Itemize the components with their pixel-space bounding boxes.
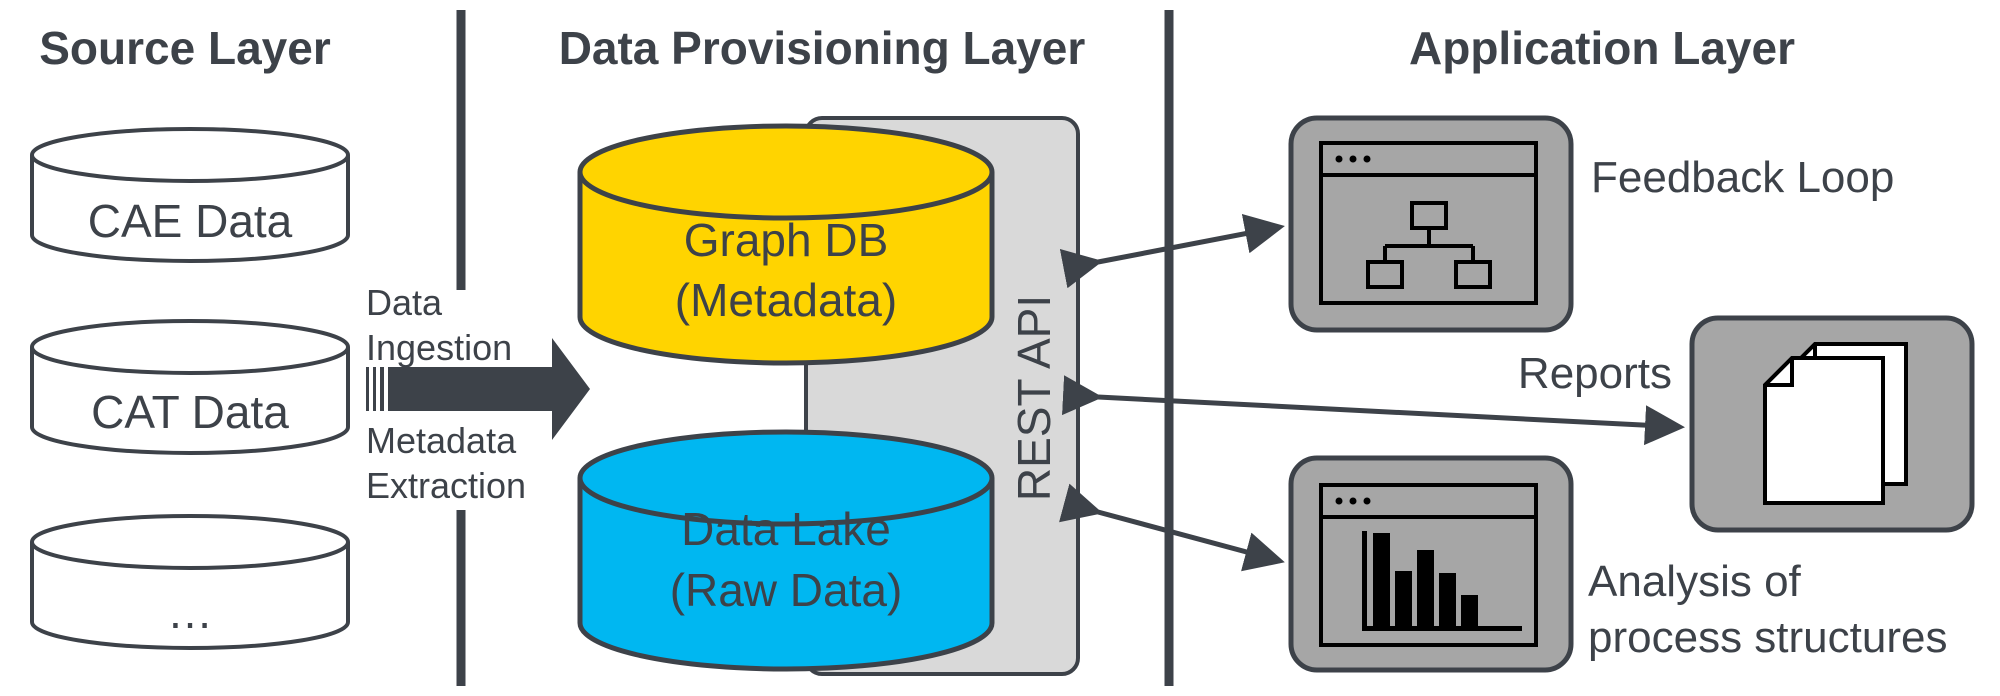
rest-api-label: REST API: [1008, 295, 1060, 501]
ingestion-label-ingestion: Ingestion: [366, 327, 512, 368]
hierarchy-icon: [1366, 201, 1492, 289]
source-layer-heading: Source Layer: [39, 22, 331, 74]
source-store-cae: CAE Data: [30, 127, 350, 263]
ingestion-label-metadata: Metadata: [366, 420, 517, 461]
application-layer-heading: Application Layer: [1409, 22, 1795, 74]
source-store-label: CAE Data: [88, 195, 293, 247]
reports-label: Reports: [1518, 349, 1672, 398]
window-icon: [1319, 483, 1538, 647]
ingestion-label-extraction: Extraction: [366, 465, 526, 506]
arrow-api-feedback: [1059, 213, 1285, 289]
feedback-loop-label: Feedback Loop: [1591, 153, 1894, 202]
ingestion-label-data: Data: [366, 282, 443, 323]
ingestion-arrow: [366, 338, 590, 440]
data-lake-subtitle: (Raw Data): [670, 564, 903, 616]
source-store-cat: CAT Data: [30, 319, 350, 455]
source-store-label: CAT Data: [91, 386, 289, 438]
documents-icon: [1763, 342, 1908, 505]
graph-db-subtitle: (Metadata): [675, 274, 897, 326]
window-icon: [1319, 141, 1538, 305]
graph-db-cylinder: Graph DB (Metadata): [577, 123, 995, 366]
arrow-api-reports: [1062, 375, 1685, 446]
bar-chart-icon: [1362, 531, 1522, 631]
graph-db-title: Graph DB: [684, 214, 889, 266]
analysis-label-line2: process structures: [1588, 613, 1947, 662]
feedback-loop-tile: [1288, 115, 1574, 333]
data-lake-title: Data Lake: [681, 503, 891, 555]
data-lake-cylinder: Data Lake (Raw Data): [577, 429, 995, 672]
arrow-api-analysis: [1059, 483, 1285, 572]
reports-tile: [1689, 315, 1975, 533]
analysis-label-line1: Analysis of: [1588, 557, 1802, 606]
analysis-tile: [1288, 455, 1574, 673]
source-store-more: …: [30, 514, 350, 650]
provisioning-layer-heading: Data Provisioning Layer: [559, 22, 1086, 74]
source-store-label: …: [167, 586, 213, 638]
